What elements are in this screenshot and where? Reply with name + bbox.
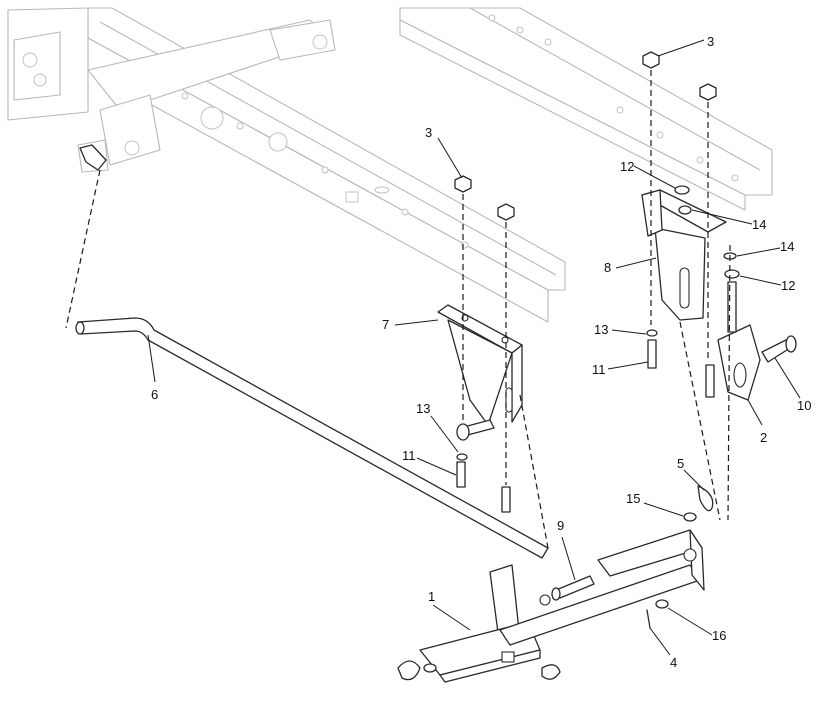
- part-2-pivot-bracket: [717, 281, 761, 401]
- callout-12-upper: 12: [620, 159, 634, 174]
- alignment-lines: [65, 70, 731, 549]
- part-6-rod: [75, 317, 549, 559]
- callout-9: 9: [557, 518, 564, 533]
- callout-11-right: 11: [592, 362, 606, 377]
- part-9-pin: [551, 575, 595, 601]
- hardware: [79, 51, 740, 681]
- part-10-pin: [761, 335, 797, 363]
- part-7-left-bracket: [437, 304, 523, 426]
- callout-13-right: 13: [594, 322, 608, 337]
- callout-14-right: 14: [780, 239, 794, 254]
- part-1-lift-arm: [419, 529, 705, 683]
- callout-5: 5: [677, 456, 684, 471]
- callout-10: 10: [797, 398, 811, 413]
- callout-11-left: 11: [402, 448, 416, 463]
- callout-16: 16: [712, 628, 726, 643]
- callout-15: 15: [626, 491, 640, 506]
- callout-3-right: 3: [707, 34, 714, 49]
- callout-14-upper: 14: [752, 217, 766, 232]
- leader-lines: [147, 39, 801, 656]
- callout-8: 8: [604, 260, 611, 275]
- callout-13-left: 13: [416, 401, 430, 416]
- callout-6: 6: [151, 387, 158, 402]
- callout-12-right: 12: [781, 278, 795, 293]
- left-frame-crossmember: [7, 7, 336, 173]
- callout-1: 1: [428, 589, 435, 604]
- callout-7: 7: [382, 317, 389, 332]
- callout-2: 2: [760, 430, 767, 445]
- callout-labels: 1 2 3 3 4 5 6 7 8 9 10 11 11 12 12 13 13…: [151, 34, 811, 670]
- callout-3-left: 3: [425, 125, 432, 140]
- callout-4: 4: [670, 655, 677, 670]
- right-frame-rail: [399, 7, 773, 211]
